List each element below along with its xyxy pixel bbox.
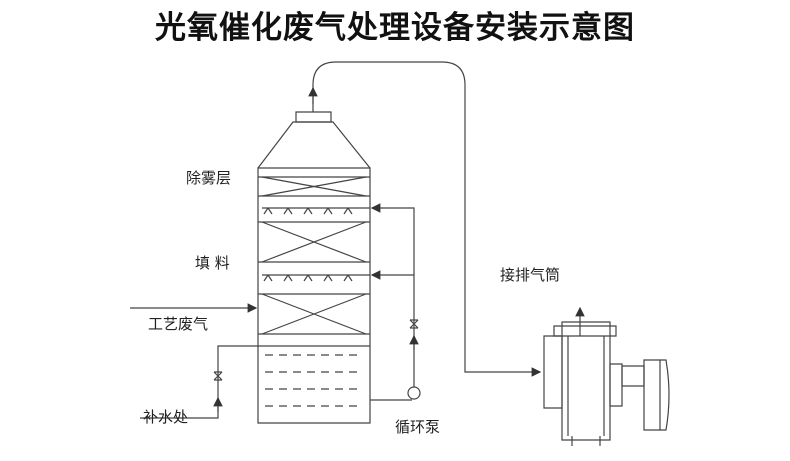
exhaust-stack-label: 接排气筒 — [500, 266, 561, 284]
process-gas-label: 工艺废气 — [148, 315, 209, 333]
recirc-to-upper-spray — [370, 203, 414, 387]
circulation-pump-symbol — [408, 387, 420, 399]
duct-to-fan — [313, 62, 542, 377]
packing-layer-lower — [258, 294, 370, 334]
recirc-valve — [410, 320, 418, 328]
makeup-water-label: 补水处 — [143, 408, 189, 426]
circulation-pump-label: 循环泵 — [395, 418, 441, 436]
exhaust-fan — [544, 306, 669, 446]
spray-header-lower — [262, 275, 370, 281]
packing-label: 填 料 — [195, 254, 230, 272]
spray-header-upper — [262, 208, 370, 214]
diagram-title: 光氧催化废气处理设备安装示意图 — [155, 10, 635, 46]
demister-label: 除雾层 — [186, 169, 232, 187]
scrubber-tower — [258, 168, 370, 423]
water-sump — [265, 355, 362, 406]
demister-layer — [258, 177, 370, 196]
makeup-water-pipe — [140, 346, 258, 418]
tower-cone — [258, 122, 370, 168]
packing-layer-upper — [258, 222, 370, 262]
makeup-water-valve — [214, 372, 222, 380]
tower-outlet-flange — [296, 112, 331, 122]
